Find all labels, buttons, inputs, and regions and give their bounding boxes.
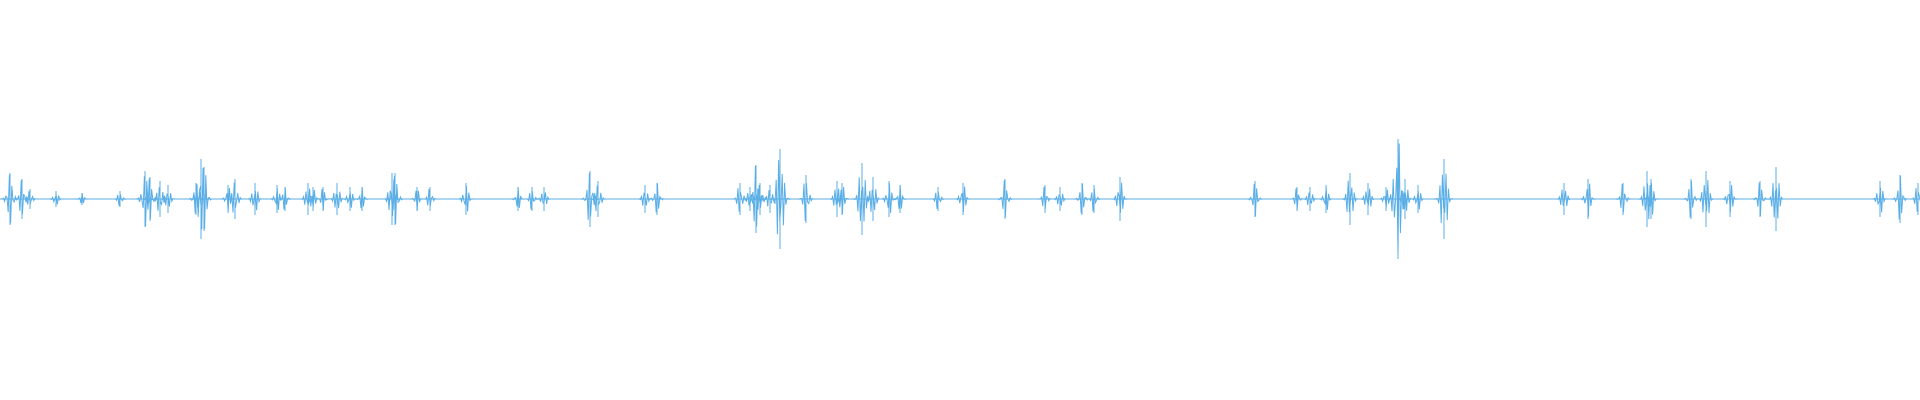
waveform-burst bbox=[851, 177, 872, 222]
waveform-burst bbox=[383, 179, 401, 216]
waveform-burst bbox=[1766, 183, 1784, 219]
waveform-burst bbox=[1433, 173, 1454, 224]
waveform-bursts bbox=[0, 139, 1920, 259]
waveform-burst bbox=[385, 175, 404, 225]
waveform-burst bbox=[1340, 180, 1358, 213]
waveform-burst bbox=[1696, 180, 1714, 214]
waveform-burst bbox=[746, 165, 765, 227]
waveform-burst bbox=[768, 160, 791, 235]
waveform-burst bbox=[194, 175, 213, 229]
